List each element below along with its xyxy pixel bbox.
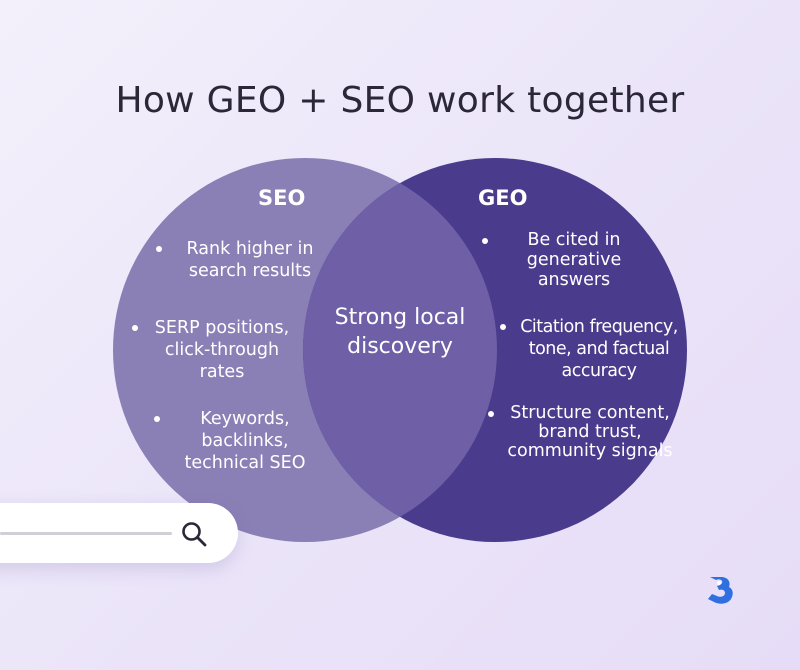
seo-bullet-2-text: SERP positions, click-through rates	[154, 318, 290, 382]
search-placeholder-line	[0, 532, 172, 535]
geo-bullet-3-text: Structure content, brand trust, communit…	[507, 403, 673, 461]
bullet-dot	[488, 411, 494, 417]
geo-bullet-1: Be cited in generative answers	[482, 230, 648, 290]
geo-bullet-1-text: Be cited in generative answers	[526, 230, 622, 290]
bullet-dot	[132, 325, 138, 331]
seo-bullet-2: SERP positions, click-through rates	[132, 317, 296, 383]
geo-label: GEO	[478, 186, 528, 210]
overlap-label: Strong local discovery	[334, 305, 466, 359]
bullet-dot	[156, 246, 162, 252]
page-title: How GEO + SEO work together	[115, 80, 685, 121]
search-bar[interactable]	[0, 503, 238, 563]
overlap-region	[303, 158, 497, 542]
seo-bullet-3-text: Keywords, backlinks, technical SEO	[184, 409, 306, 473]
seo-bullet-1: Rank higher in search results	[156, 238, 330, 282]
geo-bullet-2: Citation frequency, tone, and factual ac…	[500, 316, 684, 382]
seo-bullet-1-text: Rank higher in search results	[186, 239, 314, 281]
geo-bullet-2-text: Citation frequency, tone, and factual ac…	[520, 317, 678, 381]
bullet-dot	[500, 324, 506, 330]
bullet-dot	[154, 416, 160, 422]
brand-logo-icon	[708, 577, 733, 604]
seo-bullet-3: Keywords, backlinks, technical SEO	[154, 408, 320, 474]
seo-label: SEO	[258, 186, 306, 210]
bullet-dot	[482, 238, 488, 244]
search-icon[interactable]	[180, 520, 208, 548]
geo-bullet-3: Structure content, brand trust, communit…	[488, 403, 680, 461]
